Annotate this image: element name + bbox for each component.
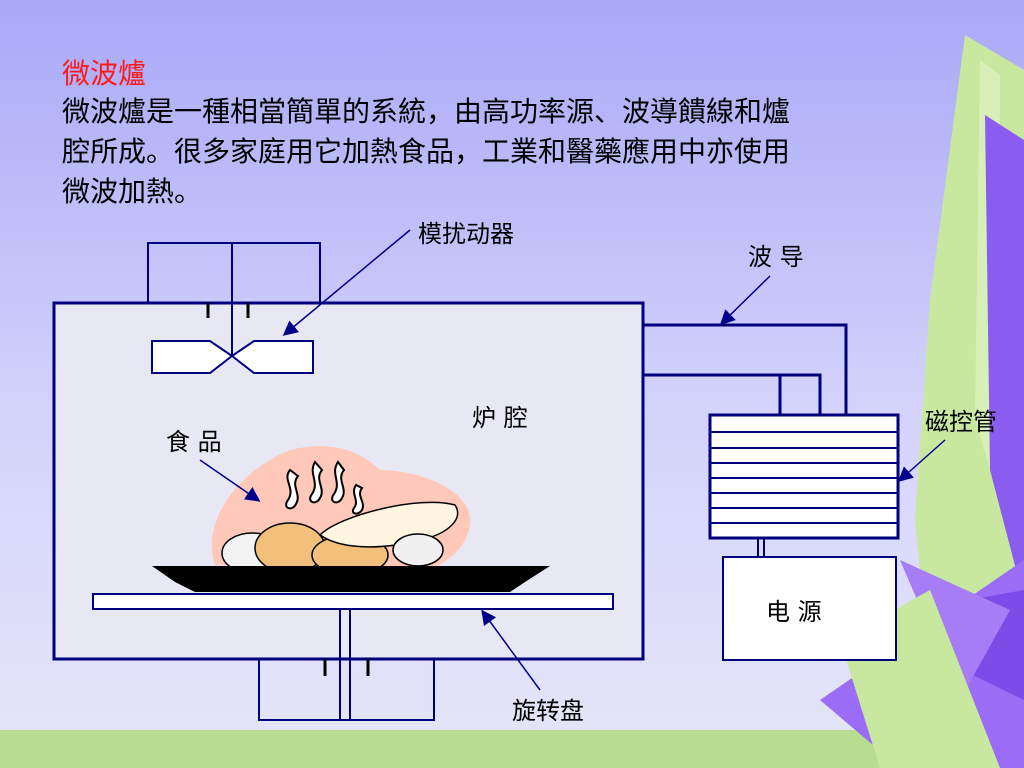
dish	[152, 566, 550, 592]
label-turntable: 旋转盘	[512, 697, 584, 725]
paragraph-line: 微波加熱。	[62, 175, 203, 208]
stirrer-blades	[151, 340, 314, 374]
magnetron	[708, 413, 900, 540]
arrow-turntable	[481, 609, 541, 691]
food-icon	[221, 501, 459, 576]
steam-icon	[285, 460, 364, 515]
power-supply	[722, 556, 897, 661]
label-stirrer: 模扰动器	[418, 220, 514, 248]
turntable	[92, 593, 614, 610]
paragraph-line: 腔所成。很多家庭用它加熱食品，工業和醫藥應用中亦使用	[62, 135, 791, 168]
paragraph-line: 微波爐是一種相當簡單的系統，由高功率源、波導饋線和爐	[62, 95, 791, 128]
deco-green-bottom	[0, 730, 1024, 768]
label-waveguide: 波 导	[748, 243, 804, 271]
arrow-waveguide	[719, 275, 771, 326]
label-food: 食 品	[166, 428, 222, 456]
motor-housing	[258, 659, 435, 721]
stirrer-housing	[147, 242, 321, 303]
label-power: 电 源	[766, 598, 822, 626]
slide-heading: 微波爐	[62, 57, 147, 90]
label-cavity: 炉 腔	[472, 404, 528, 432]
slide-paragraph: 微波爐是一種相當簡單的系統，由高功率源、波導饋線和爐 腔所成。很多家庭用它加熱食…	[62, 92, 962, 212]
waveguide	[643, 323, 848, 417]
label-magnetron: 磁控管	[925, 408, 997, 436]
arrow-stirrer	[282, 229, 411, 336]
arrow-magnetron	[897, 439, 946, 482]
magnetron-fins	[710, 431, 898, 524]
deco-purple-strip	[985, 115, 1024, 600]
arrow-food	[199, 459, 261, 502]
